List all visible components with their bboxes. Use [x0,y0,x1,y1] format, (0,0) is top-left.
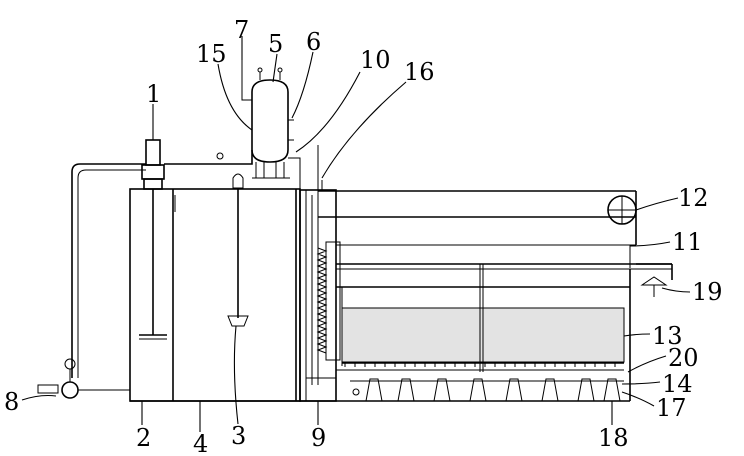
label-4: 4 [193,430,208,456]
label-17: 17 [656,394,687,422]
label-9: 9 [311,424,326,452]
compartment-9 [299,189,341,402]
label-7: 7 [234,16,249,44]
label-5: 5 [268,30,283,58]
label-10: 10 [360,46,391,74]
label-14: 14 [662,370,693,398]
inlet-pipe [37,150,253,399]
pump-8 [61,381,79,399]
upper-trough [318,190,637,246]
label-8: 8 [4,388,19,416]
label-11: 11 [672,228,703,256]
spring-coil [316,247,328,354]
callout-labels: 1 7 5 6 15 10 16 12 11 19 13 20 14 17 18… [4,16,723,456]
label-12: 12 [678,184,709,212]
leader-lines [21,36,691,432]
label-19: 19 [692,278,723,306]
label-3: 3 [231,422,246,450]
label-1: 1 [146,80,161,108]
label-2: 2 [136,424,151,452]
label-16: 16 [404,58,435,86]
pipe-16 [317,145,323,191]
agitator-3 [227,173,249,327]
stirrer-motor [139,139,176,340]
reactor-body [336,263,672,402]
label-15: 15 [196,40,227,68]
label-20: 20 [668,344,699,372]
perforated-plate [344,363,616,367]
label-18: 18 [598,424,629,452]
outlet-pipe [607,195,673,297]
pressure-vessel [216,60,301,190]
main-tank [129,188,336,402]
label-13: 13 [652,322,683,350]
label-6: 6 [306,28,321,56]
